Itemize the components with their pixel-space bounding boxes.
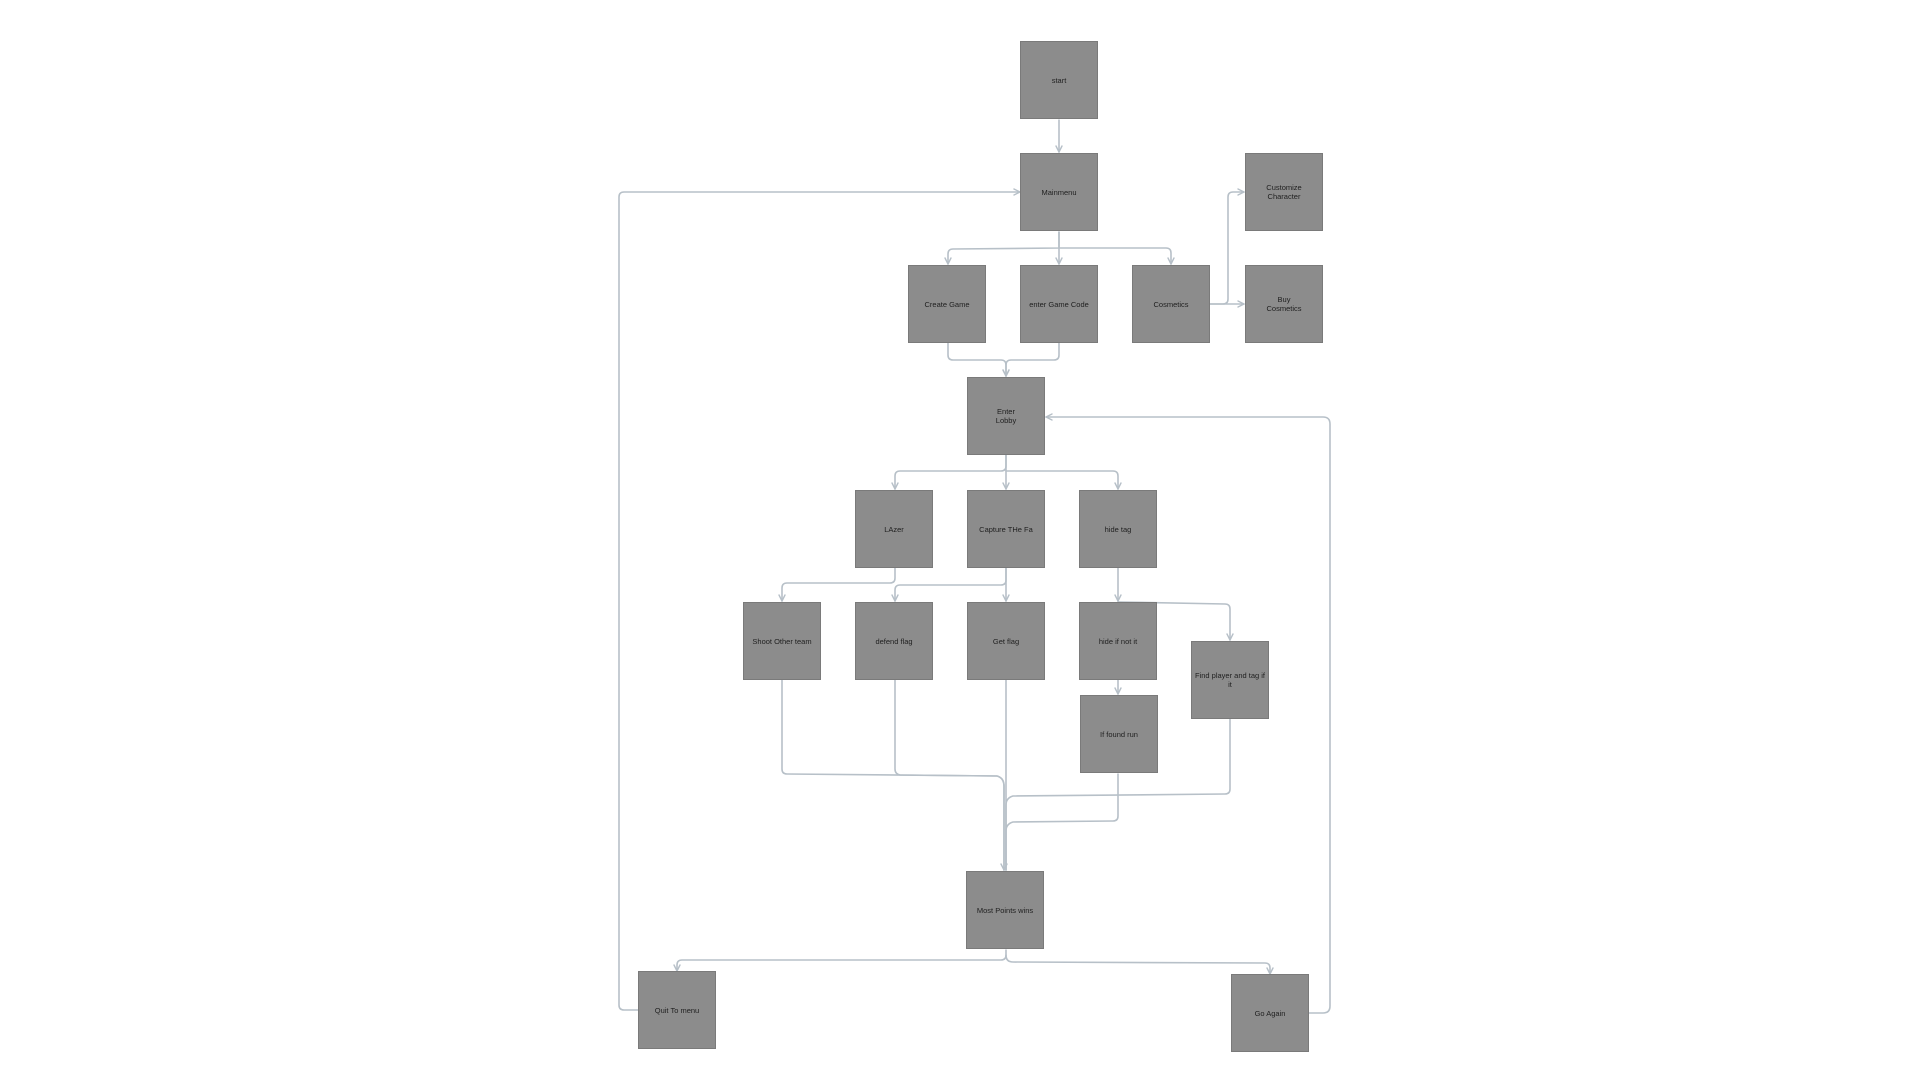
- node-hide-if-not-it[interactable]: hide if not it: [1079, 602, 1157, 680]
- node-cosmetics[interactable]: Cosmetics: [1132, 265, 1210, 343]
- connector-defend-flag-to-most-points: [894, 679, 1005, 871]
- node-if-found-run[interactable]: If found run: [1080, 695, 1158, 773]
- node-buy-cosmetics-label: Buy Cosmetics: [1266, 295, 1302, 313]
- node-quit-to-menu-label: Quit To menu: [654, 1005, 700, 1015]
- node-lazer[interactable]: LAzer: [855, 490, 933, 568]
- node-find-player[interactable]: Find player and tag if it: [1191, 641, 1269, 719]
- connector-lobby-to-lazer: [891, 454, 1007, 490]
- connector-lobby-to-hide-tag: [1005, 470, 1122, 490]
- node-go-again-label: Go Again: [1254, 1008, 1286, 1018]
- node-enter-lobby-label: Enter Lobby: [995, 407, 1017, 425]
- connector-hide-tag-to-find-player: [1117, 601, 1234, 641]
- node-hide-if-not-it-label: hide if not it: [1098, 636, 1138, 646]
- connector-most-points-to-quit-to-menu: [673, 949, 1007, 972]
- node-hide-tag-label: hide tag: [1104, 524, 1132, 534]
- connector-cosmetics-to-customize-character: [1209, 188, 1245, 305]
- connector-lazer-to-shoot-other-team: [778, 567, 896, 602]
- node-find-player-label: Find player and tag if it: [1194, 671, 1266, 689]
- connector-mainmenu-to-cosmetics: [1058, 247, 1175, 265]
- node-hide-tag[interactable]: hide tag: [1079, 490, 1157, 568]
- node-get-flag[interactable]: Get flag: [967, 602, 1045, 680]
- node-enter-game-code[interactable]: enter Game Code: [1020, 265, 1098, 343]
- node-enter-game-code-label: enter Game Code: [1029, 299, 1089, 309]
- node-defend-flag-label: defend flag: [875, 636, 913, 646]
- connector-enter-game-code-to-lobby: [1002, 342, 1060, 377]
- node-buy-cosmetics[interactable]: Buy Cosmetics: [1245, 265, 1323, 343]
- connector-create-game-to-lobby: [947, 342, 1010, 377]
- connectors: [618, 119, 1331, 1014]
- node-start-label: start: [1051, 75, 1067, 85]
- node-create-game[interactable]: Create Game: [908, 265, 986, 343]
- node-shoot-other-team[interactable]: Shoot Other team: [743, 602, 821, 680]
- node-customize-character-label: Customize Character: [1266, 183, 1302, 201]
- node-capture-the-flag-label: Capture THe Fa: [979, 524, 1033, 534]
- node-if-found-run-label: If found run: [1100, 729, 1138, 739]
- node-capture-the-flag[interactable]: Capture THe Fa: [967, 490, 1045, 568]
- node-create-game-label: Create Game: [924, 299, 970, 309]
- node-defend-flag[interactable]: defend flag: [855, 602, 933, 680]
- node-cosmetics-label: Cosmetics: [1153, 299, 1189, 309]
- node-get-flag-label: Get flag: [992, 636, 1020, 646]
- node-most-points-wins-label: Most Points wins: [976, 905, 1034, 915]
- connector-capture-to-defend-flag: [891, 567, 1007, 602]
- connector-mainmenu-to-create-game: [944, 231, 1060, 265]
- node-mainmenu-label: Mainmenu: [1041, 187, 1077, 197]
- node-most-points-wins[interactable]: Most Points wins: [966, 871, 1044, 949]
- connector-find-player-to-most-points: [1005, 718, 1231, 871]
- connector-most-points-to-go-again: [1005, 954, 1274, 975]
- node-start[interactable]: start: [1020, 41, 1098, 119]
- node-mainmenu[interactable]: Mainmenu: [1020, 153, 1098, 231]
- node-shoot-other-team-label: Shoot Other team: [752, 636, 812, 646]
- node-quit-to-menu[interactable]: Quit To menu: [638, 971, 716, 1049]
- connector-quit-to-menu-to-mainmenu: [618, 188, 1021, 1011]
- node-lazer-label: LAzer: [884, 524, 904, 534]
- node-enter-lobby[interactable]: Enter Lobby: [967, 377, 1045, 455]
- connector-if-found-run-to-most-points: [1005, 773, 1119, 871]
- node-customize-character[interactable]: Customize Character: [1245, 153, 1323, 231]
- node-go-again[interactable]: Go Again: [1231, 974, 1309, 1052]
- connector-go-again-to-lobby: [1045, 413, 1331, 1014]
